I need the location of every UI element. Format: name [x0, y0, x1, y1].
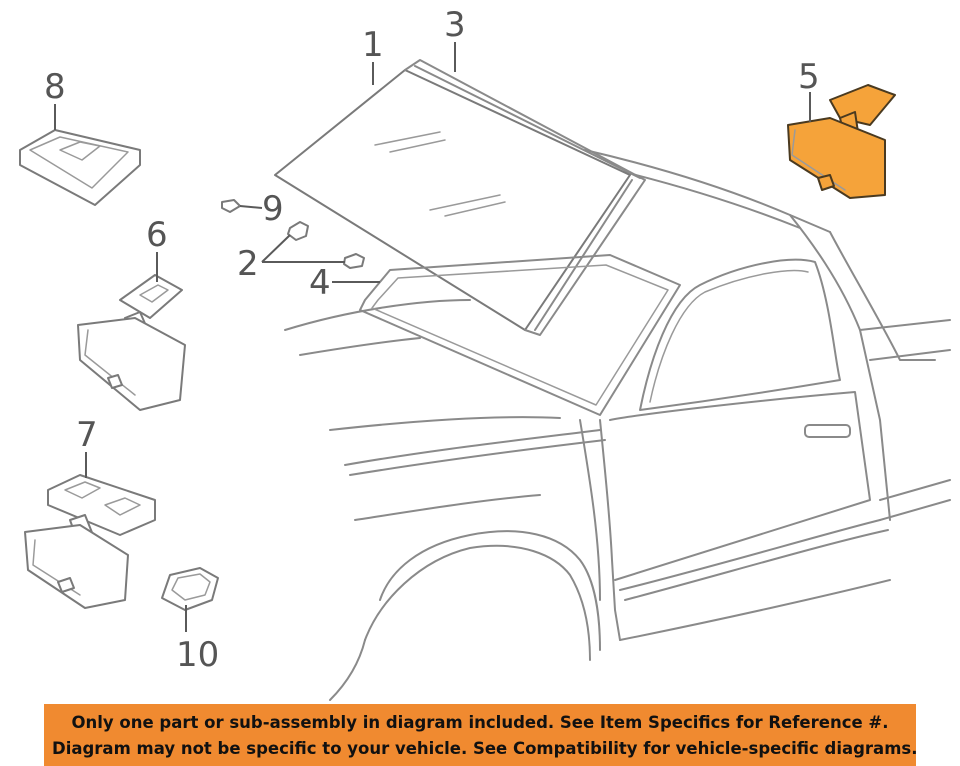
- callout-10: 10: [176, 635, 219, 675]
- disclaimer-line-1: Only one part or sub-assembly in diagram…: [71, 713, 889, 732]
- callout-8: 8: [44, 67, 66, 107]
- highlighted-mirror-part-5: [787, 84, 896, 199]
- disclaimer-line-2: Diagram may not be specific to your vehi…: [52, 739, 916, 758]
- mirror-part-7: [24, 474, 156, 609]
- bulb-part: [221, 199, 241, 213]
- callout-2: 2: [237, 244, 259, 284]
- dome-lamp-part: [19, 129, 141, 206]
- callout-1: 1: [362, 25, 384, 65]
- callout-6: 6: [146, 215, 168, 255]
- callout-leaders: [54, 42, 811, 632]
- callout-4: 4: [309, 263, 331, 303]
- callout-3: 3: [444, 5, 466, 45]
- callout-9: 9: [262, 189, 284, 229]
- disclaimer-banner: Only one part or sub-assembly in diagram…: [44, 704, 916, 766]
- windshield-molding: [404, 59, 646, 336]
- callout-7: 7: [76, 415, 98, 455]
- bracket-part: [161, 567, 219, 611]
- windshield-glass: [274, 69, 631, 331]
- truck-outline: [284, 149, 951, 701]
- windshield-weatherstrip: [359, 254, 681, 416]
- mirror-part-6: [77, 274, 186, 411]
- callout-5: 5: [798, 57, 820, 97]
- clip-part: [287, 221, 365, 269]
